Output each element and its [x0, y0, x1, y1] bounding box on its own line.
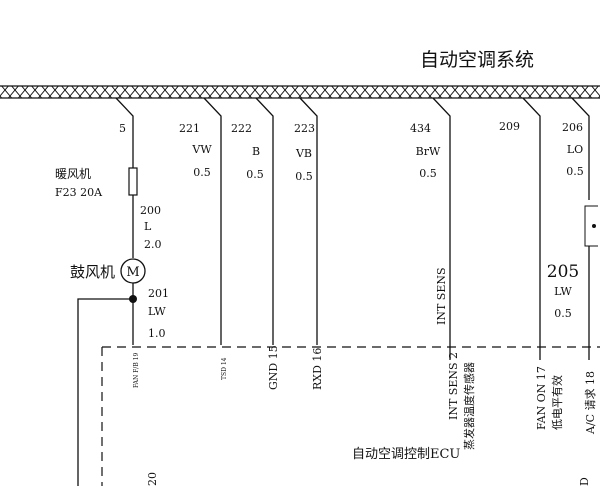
- wire-209: 209: [499, 97, 541, 360]
- fuse-rating: F23 20A: [55, 186, 103, 199]
- pin-tsd: TSD 14: [221, 357, 228, 380]
- pin-fan-on-desc: 低电平有效: [550, 375, 564, 430]
- fuse-symbol: [128, 167, 138, 196]
- wire-200-gauge: 2.0: [144, 238, 162, 251]
- wire-222-number: 222: [231, 122, 252, 135]
- wire-201-gauge: 1.0: [148, 327, 166, 340]
- wire-205-color: LW: [554, 285, 572, 298]
- pin-int-sens-desc: 蒸发器温度传感器: [462, 362, 476, 450]
- int-sens-label: INT SENS: [435, 267, 448, 325]
- wire-200: 200 L 2.0: [132, 195, 162, 258]
- wire-201-number: 201: [148, 287, 169, 300]
- wire-221-gauge: 0.5: [193, 166, 211, 179]
- wire-201-color: LW: [148, 305, 166, 318]
- fuse-name: 暖风机: [55, 167, 91, 181]
- wire-201: 201 LW 1.0: [77, 283, 169, 486]
- relay-symbol: [584, 205, 598, 247]
- pin-ac-request: A/C 请求 18: [584, 371, 597, 435]
- diagram-title: 自动空调系统: [420, 49, 534, 71]
- wire-222: 222 B 0.5: [231, 97, 274, 345]
- wire-209-number: 209: [499, 120, 520, 133]
- wire-223-color: VB: [295, 147, 312, 160]
- pin-20: 20: [146, 472, 159, 486]
- pin-d: D: [578, 477, 591, 486]
- wire-5-number: 5: [119, 122, 126, 135]
- wire-223-number: 223: [294, 122, 315, 135]
- pin-fan-fb: FAN F/B 19: [133, 353, 140, 388]
- wire-222-gauge: 0.5: [246, 168, 264, 181]
- wire-206-gauge: 0.5: [566, 165, 584, 178]
- wire-205-number: 205: [547, 262, 579, 282]
- wire-206: 206 LO 0.5: [562, 97, 598, 247]
- blower-motor: M 鼓风机: [70, 258, 146, 284]
- wire-223-gauge: 0.5: [295, 170, 313, 183]
- wire-434-gauge: 0.5: [419, 167, 437, 180]
- wire-206-number: 206: [562, 121, 583, 134]
- wire-200-number: 200: [140, 204, 161, 217]
- pin-int-sens-2: INT SENS 2: [447, 352, 460, 420]
- pin-rxd: RXD 16: [311, 348, 324, 390]
- wire-205: 205 LW 0.5: [547, 246, 590, 360]
- ecu-name: 自动空调控制ECU: [352, 447, 460, 462]
- wire-221: 221 VW 0.5: [179, 97, 222, 345]
- wire-200-color: L: [144, 220, 152, 233]
- wire-harness-band: [0, 85, 600, 99]
- blower-name: 鼓风机: [70, 263, 115, 281]
- pin-fan-on: FAN ON 17: [535, 366, 548, 430]
- wire-221-number: 221: [179, 122, 200, 135]
- motor-symbol: M: [126, 265, 139, 280]
- wire-223: 223 VB 0.5: [294, 97, 318, 345]
- wire-5: 5: [115, 97, 134, 168]
- wire-221-color: VW: [191, 143, 212, 156]
- wire-434-number: 434: [410, 122, 431, 135]
- fuse-f23: 暖风机 F23 20A: [55, 167, 138, 199]
- ecu-box: 自动空调控制ECU: [101, 346, 600, 486]
- wire-434: 434 BrW 0.5 INT SENS: [410, 97, 451, 360]
- pin-gnd: GND 15: [267, 345, 280, 390]
- wire-206-color: LO: [567, 143, 583, 156]
- wire-222-color: B: [252, 145, 260, 158]
- wire-434-color: BrW: [416, 145, 441, 158]
- wire-205-gauge: 0.5: [554, 307, 572, 320]
